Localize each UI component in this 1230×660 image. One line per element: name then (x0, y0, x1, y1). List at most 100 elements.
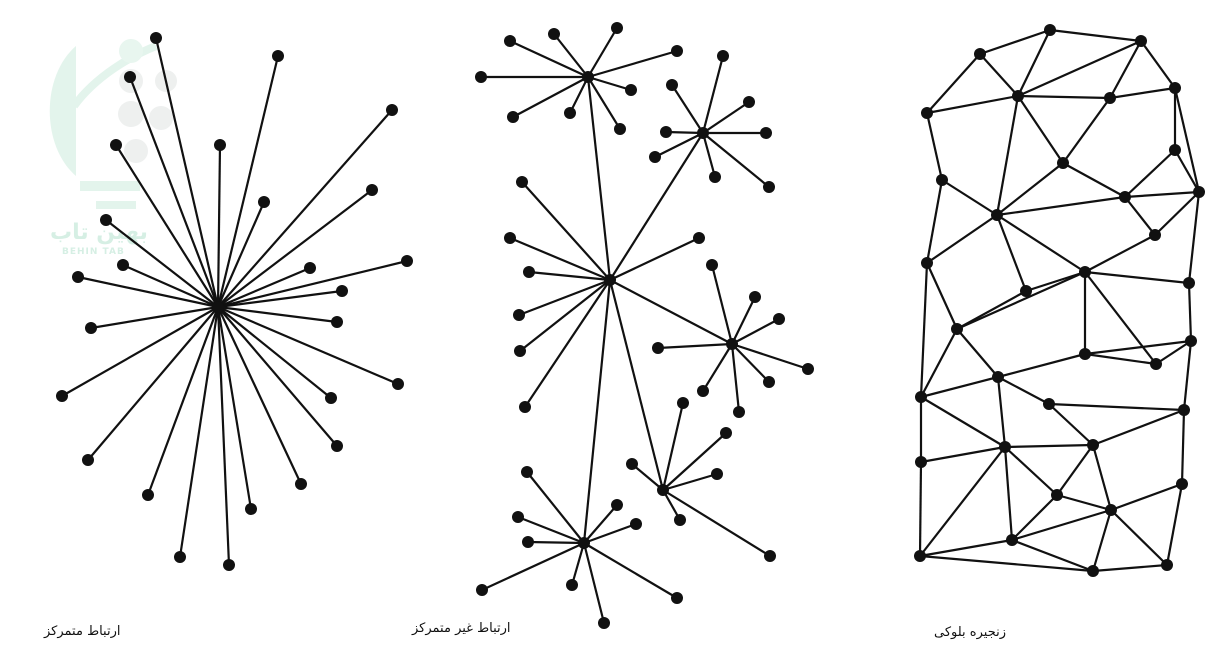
centralized-leaf-node (56, 390, 68, 402)
centralized-edge (105, 219, 219, 308)
distributed-node (951, 323, 963, 335)
decentralized-d-edge (662, 472, 718, 492)
decentralized-c-leaf-node (652, 342, 664, 354)
distributed-node (1087, 565, 1099, 577)
distributed-edge (1017, 95, 1064, 164)
centralized-leaf-node (304, 262, 316, 274)
distributed-node (991, 209, 1003, 221)
centralized-edge (217, 289, 343, 309)
decentralized-hub-link (609, 132, 704, 281)
centralized-edge (216, 306, 253, 510)
distributed-edge (1124, 149, 1176, 198)
watermark-logo (49, 39, 177, 209)
distributed-edge (1109, 86, 1176, 100)
decentralized-d-hub-node (657, 484, 669, 496)
decentralized-a-edge (509, 40, 589, 78)
decentralized-b-leaf-node (709, 171, 721, 183)
decentralized-a-leaf-node (507, 111, 519, 123)
decentralized-main-hub-node (604, 274, 616, 286)
centralized-hub-node (212, 301, 224, 313)
decentralized-main-leaf-node (504, 232, 516, 244)
distributed-edge (1091, 444, 1113, 511)
distributed-edge (997, 352, 1086, 379)
decentralized-c-leaf-node (773, 313, 785, 325)
watermark-subtext: BEHIN TAB (62, 247, 125, 257)
distributed-edge (1048, 403, 1094, 446)
decentralized-b-edge (665, 130, 704, 135)
centralized-edge (90, 305, 219, 330)
decentralized-c-edge (710, 264, 734, 345)
decentralized-d-edge (661, 402, 685, 491)
distributed-edge (1084, 271, 1157, 365)
distributed-node (1006, 534, 1018, 546)
decentralized-main-leaf-node (513, 309, 525, 321)
decentralized-b-edge (701, 55, 725, 134)
centralized-edge (77, 275, 219, 309)
decentralized-e-leaf-node (598, 617, 610, 629)
distributed-edge (926, 53, 981, 114)
centralized-edge (217, 189, 373, 308)
decentralized-e-edge (481, 542, 585, 591)
centralized-leaf-node (392, 378, 404, 390)
distributed-node (1161, 559, 1173, 571)
decentralized-main-leaf-node (523, 266, 535, 278)
distributed-node (1044, 24, 1056, 36)
distributed-edge (1017, 29, 1051, 97)
distributed-node (915, 456, 927, 468)
decentralized-d-edge (631, 463, 664, 491)
centralized-leaf-node (150, 32, 162, 44)
decentralized-a-leaf-node (504, 35, 516, 47)
centralized-edge (61, 306, 219, 397)
distributed-edge (925, 112, 944, 181)
distributed-edge (997, 376, 1050, 405)
distributed-node (1043, 398, 1055, 410)
centralized-edge (217, 259, 408, 309)
distributed-edge (1056, 493, 1112, 512)
decentralized-a-edge (587, 27, 618, 78)
decentralized-a-leaf-node (671, 45, 683, 57)
distributed-node (1012, 90, 1024, 102)
decentralized-b-edge (702, 132, 770, 188)
centralized-leaf-node (82, 454, 94, 466)
decentralized-c-leaf-node (749, 291, 761, 303)
decentralized-hub-link (586, 76, 612, 281)
decentralized-main-edge (519, 279, 611, 352)
centralized-edge (128, 76, 220, 308)
distributed-edge (920, 375, 999, 399)
distributed-node (921, 257, 933, 269)
distributed-edge (1140, 40, 1176, 89)
decentralized-a-edge (587, 49, 678, 79)
decentralized-b-edge (671, 84, 704, 134)
decentralized-e-leaf-node (630, 518, 642, 530)
decentralized-c-edge (731, 342, 809, 371)
decentralized-b-leaf-node (743, 96, 755, 108)
decentralized-main-edge (518, 278, 611, 317)
centralized-edge (178, 306, 220, 558)
decentralized-d-leaf-node (674, 514, 686, 526)
decentralized-e-leaf-node (522, 536, 534, 548)
distributed-edge (941, 179, 998, 216)
centralized-edge (217, 306, 302, 485)
distributed-edge (956, 328, 999, 378)
decentralized-c-edge (730, 343, 741, 413)
decentralized-a-edge (569, 76, 589, 114)
distributed-edge (1165, 483, 1184, 566)
centralized-leaf-node (100, 214, 112, 226)
decentralized-e-edge (570, 542, 586, 586)
decentralized-b-leaf-node (763, 181, 775, 193)
decentralized-b-leaf-node (666, 79, 678, 91)
decentralized-d-leaf-node (626, 458, 638, 470)
decentralized-e-edge (582, 542, 606, 624)
centralized-leaf-node (336, 285, 348, 297)
decentralized-hub-link (609, 279, 733, 345)
distributed-edge (1017, 39, 1142, 98)
distributed-edge (1004, 446, 1058, 496)
decentralized-b-leaf-node (660, 126, 672, 138)
decentralized-c-edge (731, 318, 780, 345)
centralized-edge (217, 306, 338, 447)
centralized-edge (216, 201, 266, 308)
distributed-node (1087, 439, 1099, 451)
distributed-edge (919, 262, 929, 398)
distributed-edge (1092, 563, 1168, 573)
